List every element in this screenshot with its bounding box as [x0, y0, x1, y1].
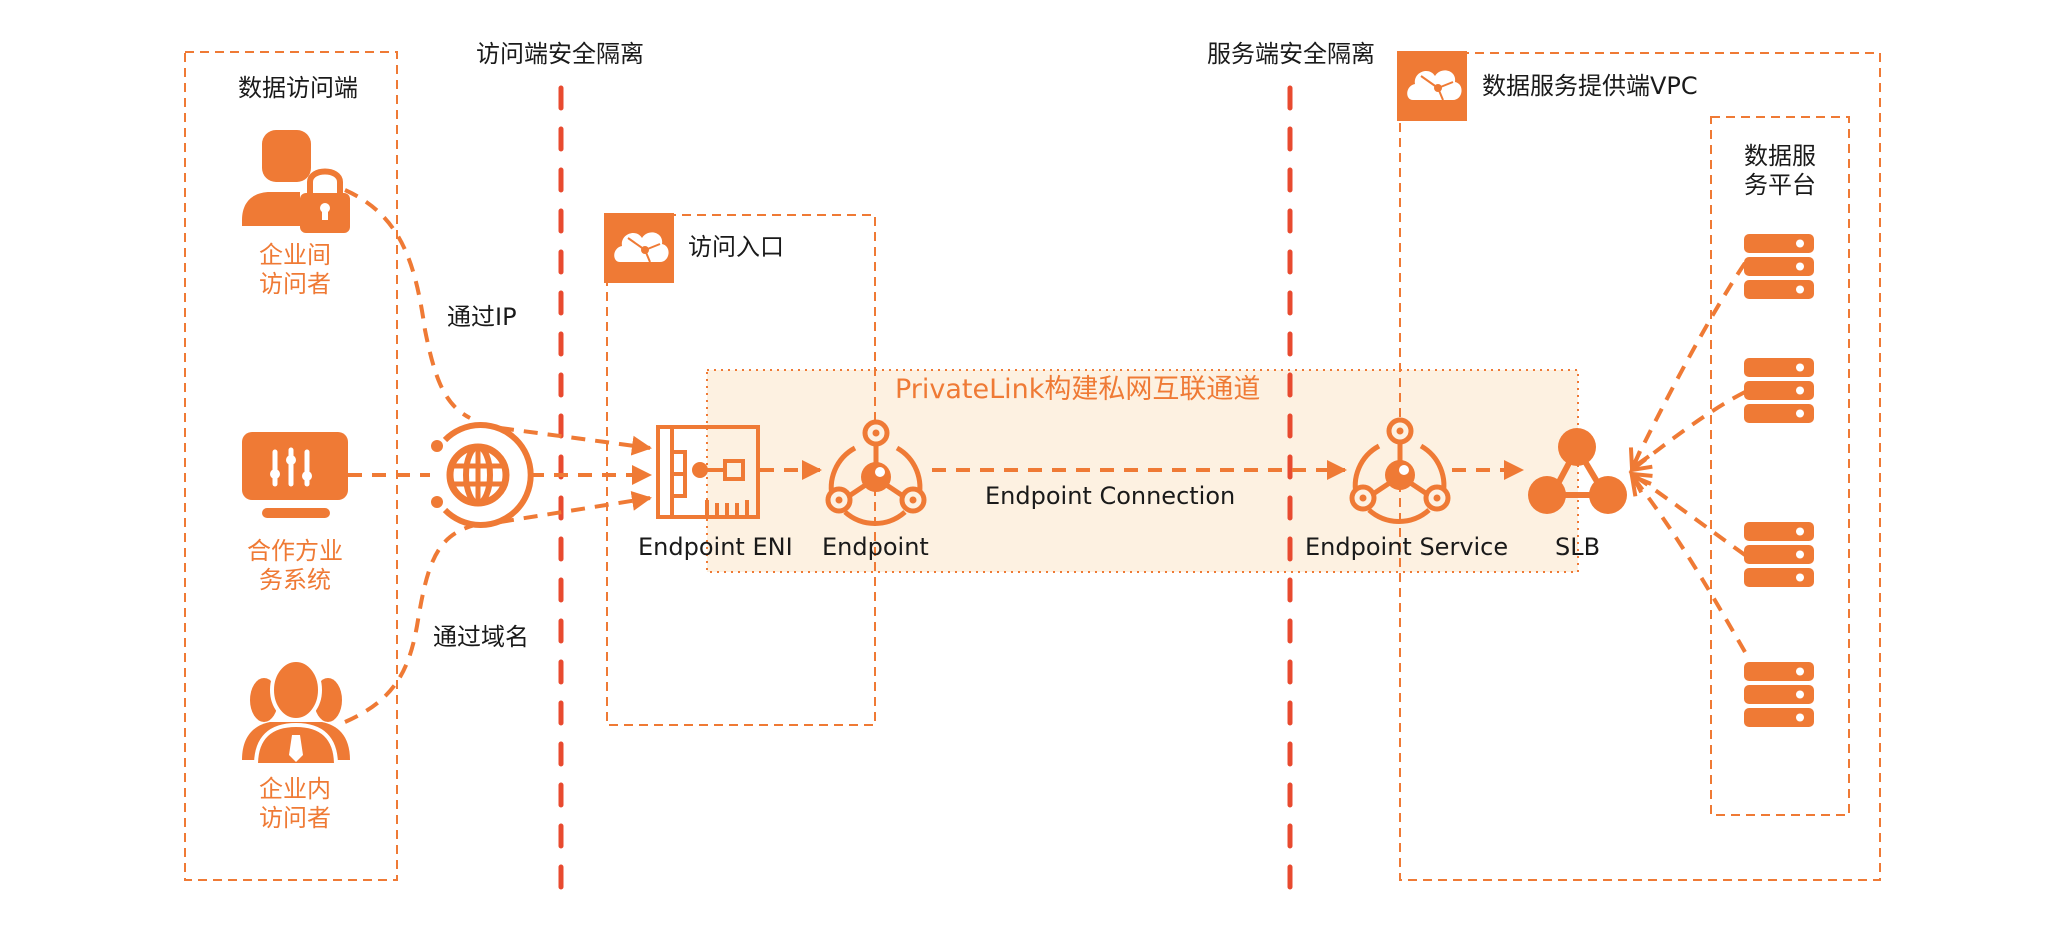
actor-partner-label: 合作方业 务系统 [233, 537, 357, 595]
connector-b2b-to-globe [344, 188, 471, 420]
server-unit [1744, 708, 1814, 727]
actor-internal-line1: 企业内 [259, 775, 331, 803]
server-unit [1744, 404, 1814, 423]
platform-title-line1: 数据服 [1744, 142, 1816, 170]
server-led [1796, 363, 1804, 372]
endpoint-label: Endpoint [822, 533, 929, 561]
server-led [1796, 239, 1804, 248]
slb-label: SLB [1555, 533, 1601, 561]
actor-partner-line2: 务系统 [259, 565, 331, 594]
server-unit [1744, 545, 1814, 564]
server-unit [1744, 280, 1814, 299]
business-system-icon [242, 432, 348, 518]
server-unit [1744, 358, 1814, 377]
connector-globe-to-eni-top [499, 426, 652, 456]
provider-vpc-box [1399, 52, 1881, 881]
access-entry-cloud-icon [604, 213, 674, 283]
server-stack-group [1744, 234, 1814, 727]
server-led [1796, 527, 1804, 536]
endpoint-service-icon [1349, 417, 1451, 524]
load-balancer-icon [1528, 428, 1627, 514]
actor-b2b-label: 企业间 访问者 [243, 241, 347, 299]
actor-internal-label: 企业内 访问者 [243, 775, 347, 833]
server-icon [1744, 234, 1814, 299]
server-led [1796, 409, 1804, 418]
server-led [1796, 573, 1804, 582]
server-icon [1744, 358, 1814, 423]
server-led [1796, 262, 1804, 271]
data-service-platform-title: 数据服 务平台 [1732, 142, 1828, 200]
server-icon [1744, 662, 1814, 727]
privatelink-channel-band [706, 369, 1579, 573]
service-isolation-label: 服务端安全隔离 [1207, 40, 1375, 68]
server-led [1796, 285, 1804, 294]
data-service-platform-box [1710, 116, 1850, 816]
server-led [1796, 690, 1804, 699]
network-card-icon [656, 425, 760, 519]
server-icon [1744, 522, 1814, 587]
server-unit [1744, 568, 1814, 587]
connector-server4-to-slb [1632, 476, 1747, 653]
server-unit [1744, 381, 1814, 400]
endpoint-connection-label: Endpoint Connection [985, 482, 1236, 510]
data-access-box [184, 51, 398, 881]
connector-internal-to-globe [344, 523, 476, 724]
via-domain-label: 通过域名 [433, 623, 529, 651]
server-unit [1744, 257, 1814, 276]
access-isolation-label: 访问端安全隔离 [476, 40, 644, 68]
connector-server2-to-slb [1632, 390, 1746, 470]
connector-server1-to-slb [1632, 261, 1747, 468]
actor-b2b-line2: 访问者 [259, 269, 331, 298]
server-led [1796, 550, 1804, 559]
endpoint-service-label: Endpoint Service [1305, 533, 1509, 561]
user-lock-icon [242, 130, 350, 233]
platform-title-line2: 务平台 [1744, 170, 1816, 199]
user-group-icon [242, 658, 350, 767]
globe-icon [431, 422, 534, 528]
server-led [1796, 386, 1804, 395]
provider-vpc-title: 数据服务提供端VPC [1482, 72, 1698, 100]
access-entry-title: 访问入口 [688, 233, 784, 261]
endpoint-icon [825, 419, 927, 526]
data-access-title: 数据访问端 [238, 74, 358, 102]
server-unit [1744, 662, 1814, 681]
server-unit [1744, 234, 1814, 253]
via-ip-label: 通过IP [447, 303, 517, 331]
connector-server3-to-slb [1632, 474, 1747, 557]
channel-title: PrivateLink构建私网互联通道 [895, 374, 1261, 405]
server-led [1796, 713, 1804, 722]
actor-partner-line1: 合作方业 [247, 537, 343, 565]
endpoint-eni-label: Endpoint ENI [638, 533, 793, 561]
connector-globe-to-eni-bottom [499, 490, 652, 524]
server-unit [1744, 685, 1814, 704]
server-led [1796, 667, 1804, 676]
vpc-cloud-icon [1397, 51, 1467, 121]
actor-b2b-line1: 企业间 [259, 241, 331, 269]
server-unit [1744, 522, 1814, 541]
actor-internal-line2: 访问者 [259, 803, 331, 832]
